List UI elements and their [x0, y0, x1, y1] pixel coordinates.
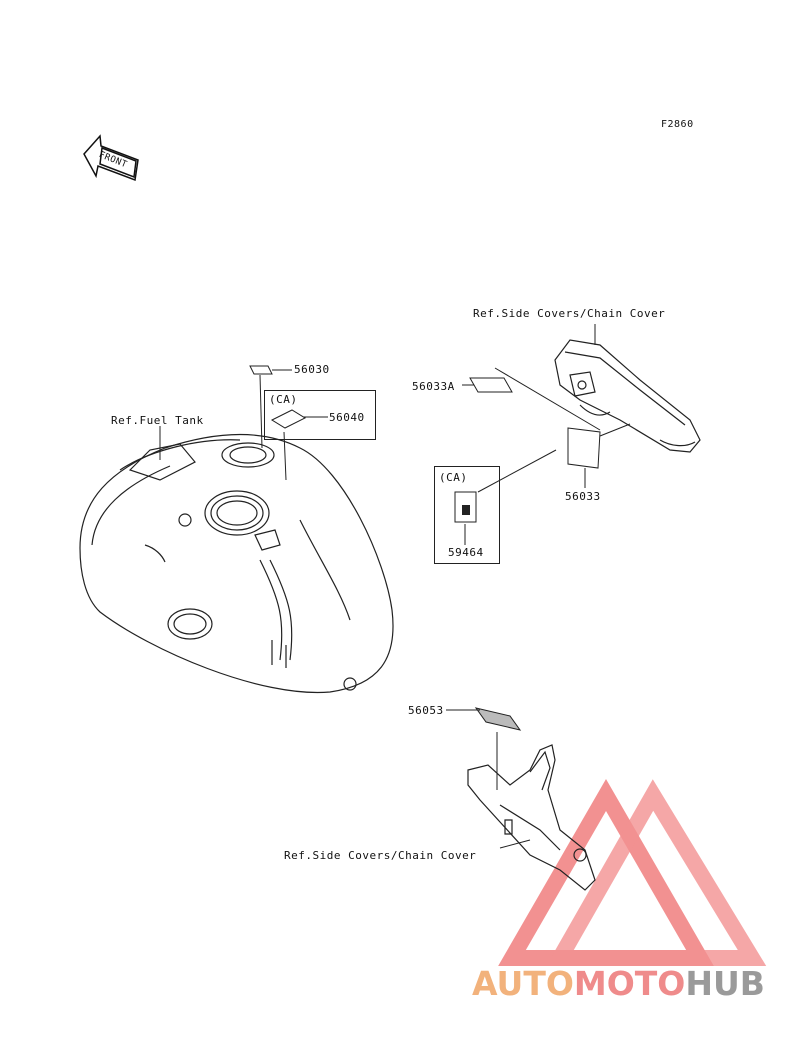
- front-arrow-icon: [83, 134, 139, 182]
- sticker-56033: [567, 427, 601, 469]
- figure-code: F2860: [661, 119, 694, 130]
- sticker-59464: [454, 491, 477, 523]
- watermark-part-moto: MOTO: [573, 964, 686, 1003]
- sticker-56053: [474, 707, 522, 731]
- sticker-56040: [270, 409, 307, 429]
- side-cover-drawing: [554, 339, 701, 453]
- ref-fuel-tank-label: Ref.Fuel Tank: [111, 414, 204, 427]
- ref-side-covers-top-label: Ref.Side Covers/Chain Cover: [473, 307, 666, 320]
- watermark-logo: AUTOMOTOHUB: [472, 964, 765, 1003]
- part-number-56033: 56033: [565, 490, 601, 503]
- watermark-part-auto: AUTO: [472, 964, 574, 1003]
- ca-box-cover: (CA): [434, 466, 500, 564]
- ca-box-cover-label: (CA): [439, 471, 468, 484]
- ca-box-tank-label: (CA): [269, 393, 298, 406]
- ca-box-tank: (CA): [264, 390, 376, 440]
- part-number-56053: 56053: [408, 704, 444, 717]
- part-number-56030: 56030: [294, 363, 330, 376]
- watermark-triangle-icon: [498, 778, 767, 966]
- watermark-part-hub: HUB: [685, 964, 765, 1003]
- part-number-56040: 56040: [329, 411, 365, 424]
- ref-side-covers-bottom-label: Ref.Side Covers/Chain Cover: [284, 849, 477, 862]
- part-number-56033A: 56033A: [412, 380, 455, 393]
- sticker-56030: [249, 365, 273, 375]
- chain-cover-drawing: [467, 744, 596, 891]
- part-number-59464: 59464: [448, 546, 484, 559]
- sticker-56033A: [469, 377, 513, 393]
- fuel-tank-drawing: [79, 433, 394, 694]
